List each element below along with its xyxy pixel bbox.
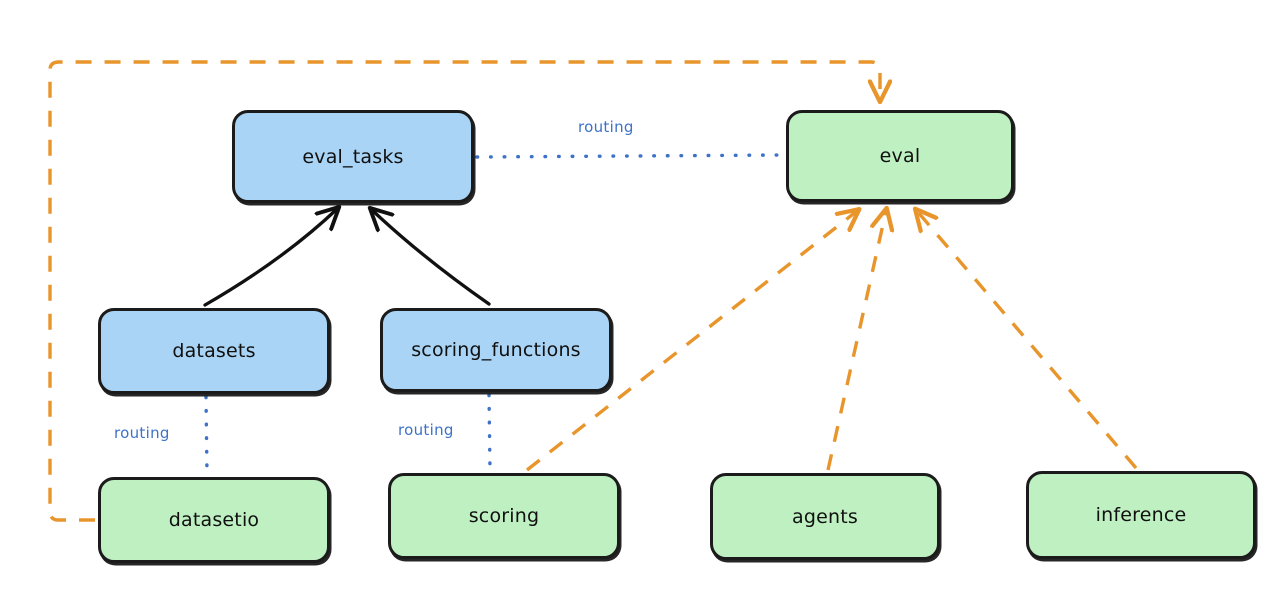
node-eval_tasks[interactable]: eval_tasks xyxy=(232,110,474,203)
node-datasetio[interactable]: datasetio xyxy=(98,477,330,563)
node-inference[interactable]: inference xyxy=(1026,471,1256,559)
edge-inference-to-eval xyxy=(917,211,1138,470)
node-datasets[interactable]: datasets xyxy=(98,308,330,394)
edge-scoring_functions-to-eval_tasks xyxy=(372,210,491,306)
edge-scoring_functions-to-scoring xyxy=(487,393,492,472)
node-scoring_functions[interactable]: scoring_functions xyxy=(380,308,612,392)
node-label-inference: inference xyxy=(1095,504,1187,526)
node-label-scoring: scoring xyxy=(468,505,540,527)
node-label-datasets: datasets xyxy=(172,340,256,362)
edge-label-routing-datasets-datasetio: routing xyxy=(114,424,170,442)
node-agents[interactable]: agents xyxy=(710,473,940,560)
node-label-eval: eval xyxy=(879,145,921,167)
node-label-scoring_functions: scoring_functions xyxy=(411,339,581,361)
node-scoring[interactable]: scoring xyxy=(388,473,620,559)
edge-label-routing-eval_tasks-eval: routing xyxy=(578,118,634,136)
routing-edges xyxy=(204,153,785,476)
edge-eval_tasks-to-eval xyxy=(475,153,785,159)
node-eval[interactable]: eval xyxy=(786,110,1014,202)
edge-datasetio-to-eval xyxy=(48,60,880,522)
node-label-datasetio: datasetio xyxy=(168,509,260,531)
edge-label-routing-scoring_functions-scoring: routing xyxy=(398,421,454,439)
node-label-agents: agents xyxy=(792,505,858,528)
solid-edges xyxy=(203,209,491,307)
edge-agents-to-eval xyxy=(826,211,886,471)
edge-scoring-to-eval xyxy=(525,211,857,472)
edge-datasets-to-datasetio xyxy=(204,395,209,476)
dependency-edges xyxy=(48,60,1138,522)
node-label-eval_tasks: eval_tasks xyxy=(302,145,404,168)
edge-datasets-to-eval_tasks xyxy=(203,209,337,307)
